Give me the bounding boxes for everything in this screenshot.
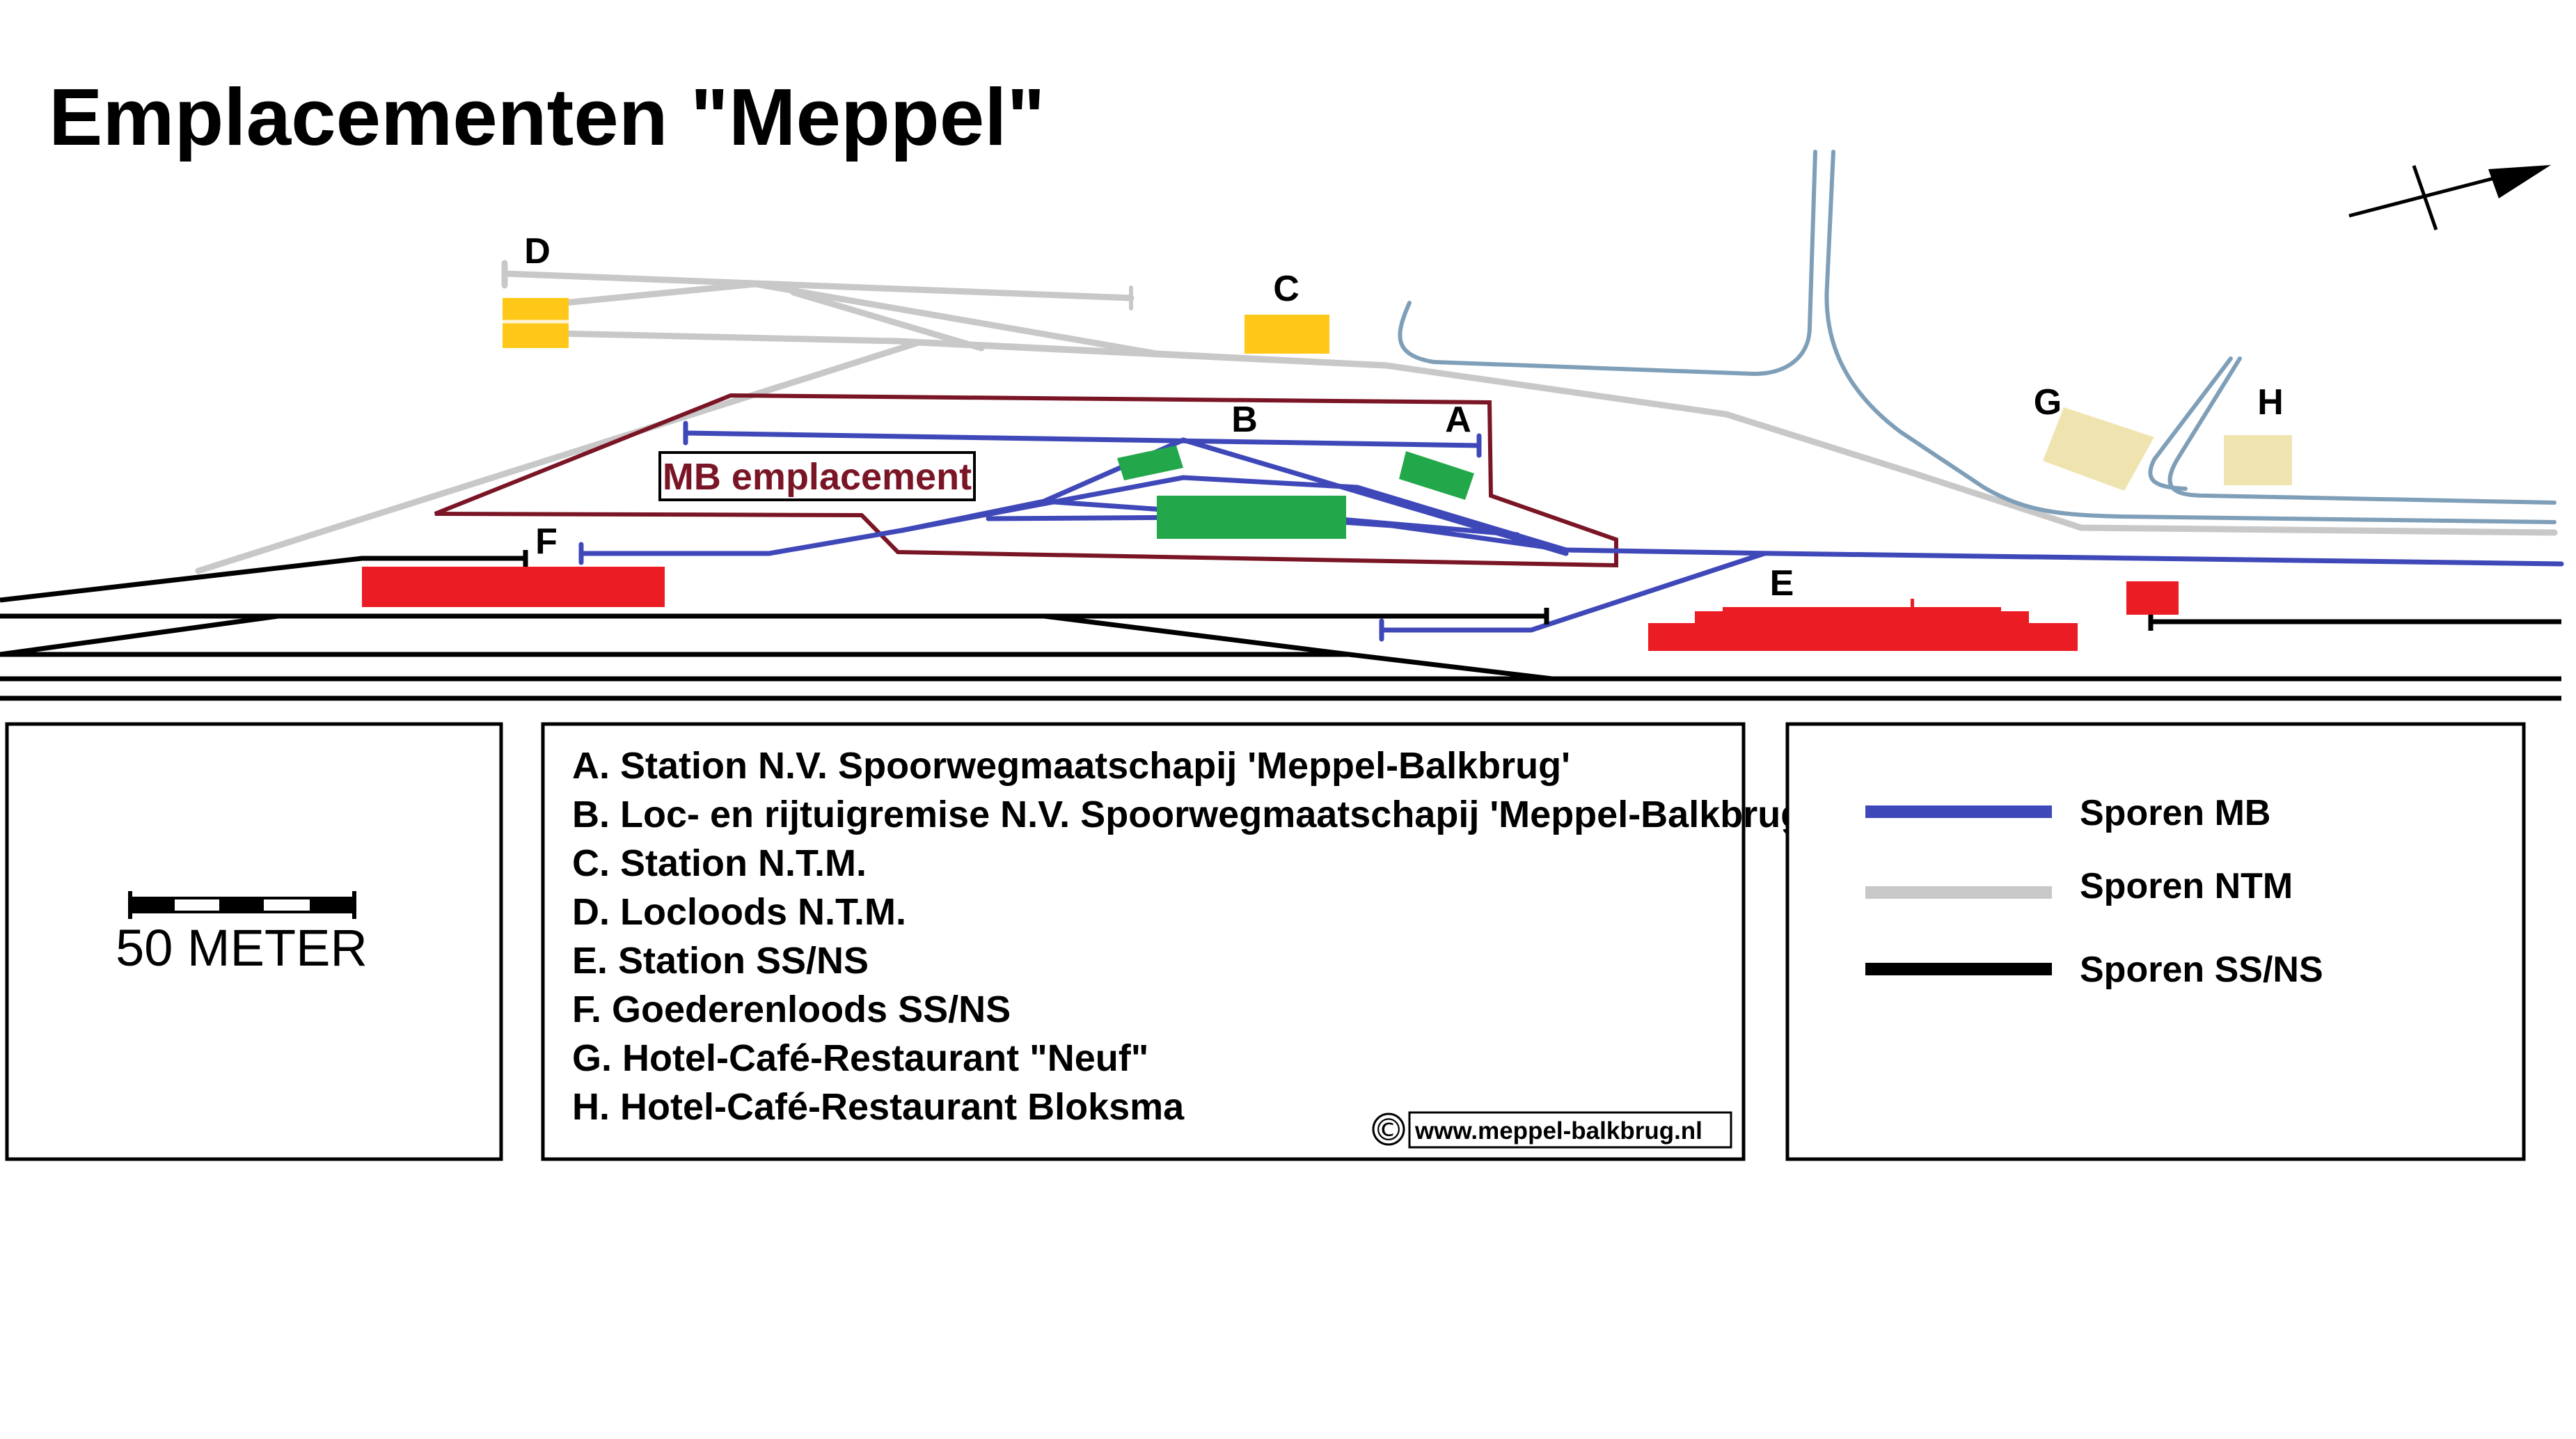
key-box bbox=[541, 722, 1746, 1161]
ntm-siding-2 bbox=[526, 281, 1160, 357]
building-h-hotel-bloksma bbox=[2224, 435, 2292, 485]
roads bbox=[1398, 150, 2557, 524]
legend-label-ntm: Sporen NTM bbox=[2080, 866, 2293, 906]
scale-box bbox=[5, 722, 503, 1161]
marker-e: E bbox=[1770, 563, 1794, 604]
copyright-symbol: © bbox=[1373, 1112, 1404, 1148]
mb-branch-to-station-e bbox=[1379, 551, 1767, 633]
website-credit: www.meppel-balkbrug.nl bbox=[1414, 1117, 1702, 1145]
key-item-e: E. Station SS/NS bbox=[572, 940, 869, 982]
key-item-a: A. Station N.V. Spoorwegmaatschapij 'Mep… bbox=[572, 745, 1570, 787]
legend-box bbox=[1785, 722, 2526, 1161]
marker-h: H bbox=[2257, 382, 2284, 423]
marker-f: F bbox=[535, 521, 558, 562]
key-item-h: H. Hotel-Café-Restaurant Bloksma bbox=[572, 1086, 1185, 1128]
key-item-b: B. Loc- en rijtuigremise N.V. Spoorwegma… bbox=[572, 794, 1812, 835]
road-1 bbox=[1398, 150, 1817, 377]
ssns-tracks bbox=[0, 550, 2561, 701]
map-title: Emplacementen "Meppel" bbox=[49, 72, 1045, 162]
building-b-remise-part-1 bbox=[1117, 446, 1183, 480]
website-box bbox=[1408, 1111, 1732, 1149]
mb-through-line bbox=[1563, 547, 2564, 567]
mb-emplacement-boundary bbox=[434, 393, 1618, 568]
marker-d: D bbox=[524, 231, 551, 272]
road-4 bbox=[2148, 356, 2233, 491]
scale-bar-icon bbox=[128, 891, 356, 919]
legend-label-ssns: Sporen SS/NS bbox=[2080, 950, 2323, 990]
key-item-f: F. Goederenloods SS/NS bbox=[572, 989, 1011, 1030]
mb-emplacement-label-box bbox=[658, 451, 976, 501]
ssns-diagonal-1 bbox=[0, 613, 279, 657]
building-e-ssns-station bbox=[1648, 599, 2078, 651]
building-e-ssns-annex bbox=[2126, 581, 2179, 615]
building-f-goederenloods bbox=[362, 567, 665, 607]
ntm-tracks bbox=[195, 260, 2558, 574]
legend-label-mb: Sporen MB bbox=[2080, 793, 2270, 833]
mb-yard-line-1 bbox=[683, 430, 1482, 448]
marker-b: B bbox=[1231, 400, 1258, 440]
mb-yard-line-3 bbox=[899, 475, 1569, 553]
ntm-siding-5 bbox=[1153, 350, 1390, 369]
building-c-ntm-station bbox=[1244, 315, 1329, 354]
building-a-mb-station bbox=[1399, 451, 1474, 500]
ssns-track-1 bbox=[0, 556, 526, 603]
building-g-hotel-neuf bbox=[2043, 407, 2154, 491]
ssns-diagonal-2 bbox=[1043, 613, 1553, 682]
mb-emplacement-label: MB emplacement bbox=[663, 456, 972, 498]
building-b-remise-main bbox=[1157, 496, 1346, 539]
ntm-siding-1 bbox=[501, 270, 1135, 301]
key-item-c: C. Station N.T.M. bbox=[572, 842, 867, 884]
key-item-d: D. Locloods N.T.M. bbox=[572, 891, 906, 933]
key-item-g: G. Hotel-Café-Restaurant "Neuf" bbox=[572, 1037, 1148, 1079]
marker-a: A bbox=[1445, 400, 1471, 440]
ntm-siding-4 bbox=[790, 289, 985, 352]
marker-g: G bbox=[2034, 382, 2062, 423]
scale-label: 50 METER bbox=[116, 919, 368, 977]
marker-c: C bbox=[1273, 269, 1299, 309]
north-arrow-icon bbox=[2348, 165, 2551, 230]
copyright-icon bbox=[1372, 1112, 1405, 1146]
road-2 bbox=[1824, 150, 2557, 524]
ntm-siding-3 bbox=[526, 329, 1160, 357]
